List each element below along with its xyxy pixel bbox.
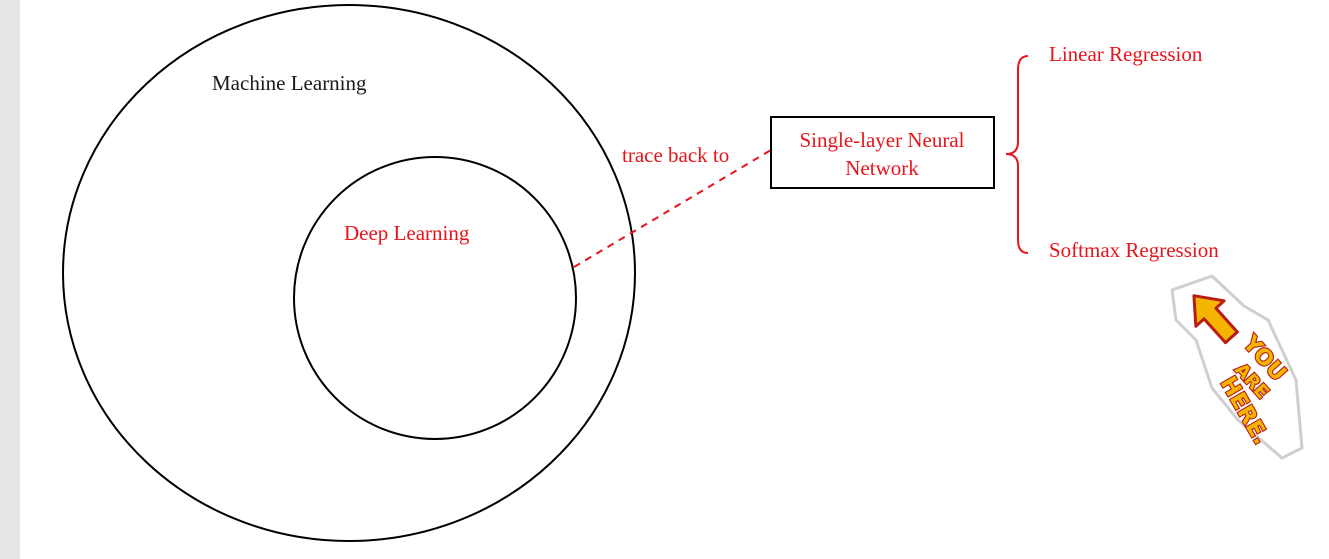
machine-learning-circle [62,4,636,542]
you-are-here-sticker: YOU ARE HERE. [1170,274,1304,460]
trace-back-dashed-connector [573,149,772,268]
single-layer-network-label-line2: Network [845,156,919,180]
softmax-regression-label: Softmax Regression [1049,238,1219,262]
trace-back-label: trace back to [622,143,729,167]
single-layer-network-label-line1: Single-layer Neural [799,128,964,152]
linear-regression-label: Linear Regression [1049,42,1203,66]
you-are-here-arrow-icon [1192,294,1239,345]
deep-learning-circle [293,156,577,440]
branch-curly-bracket [1005,55,1029,254]
machine-learning-label: Machine Learning [212,71,367,95]
left-margin-strip [0,0,20,559]
single-layer-network-box [770,116,995,189]
deep-learning-label: Deep Learning [344,221,470,245]
